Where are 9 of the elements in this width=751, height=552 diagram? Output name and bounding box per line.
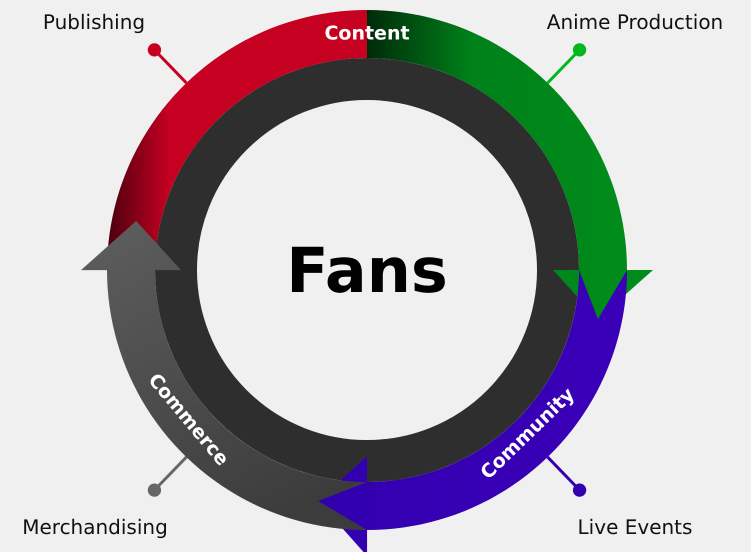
center-title: Fans: [286, 234, 448, 306]
leader-line: [546, 43, 586, 84]
leader-line: [148, 43, 188, 84]
category-label: Publishing: [42, 10, 146, 34]
category-label: Live Events: [578, 515, 692, 539]
category-label: Anime Production: [546, 10, 724, 34]
leader-line: [148, 456, 188, 497]
leader-line: [546, 456, 586, 497]
category-label: Merchandising: [22, 515, 168, 539]
